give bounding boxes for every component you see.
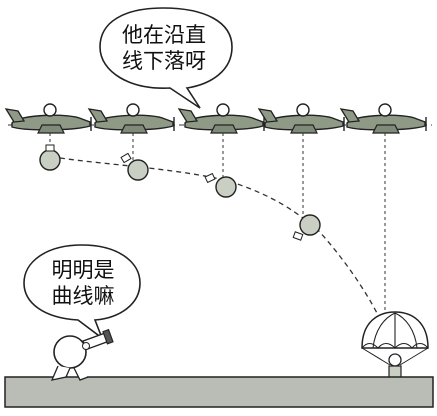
observer-speech-line-2: 曲线嘛	[51, 284, 115, 308]
ground	[4, 376, 434, 408]
falling-object-icon	[39, 144, 61, 171]
airplane-icon	[5, 103, 92, 134]
observer-speech-text: 明明是 曲线嘛	[33, 257, 133, 309]
airplane-icon	[258, 103, 345, 134]
parachute-icon	[361, 311, 429, 379]
airplane-icon	[88, 103, 175, 134]
pilot-speech-line-1: 他在沿直	[122, 23, 206, 47]
pilot-speech-text: 他在沿直 线下落呀	[110, 22, 218, 74]
speech-bubble-pilot	[99, 7, 233, 109]
falling-object-icon	[292, 214, 321, 241]
observer-speech-line-1: 明明是	[51, 258, 115, 282]
observer-with-telescope-icon	[50, 328, 114, 381]
falling-object-icon	[204, 172, 237, 198]
pilot-speech-line-2: 线下落呀	[122, 49, 206, 73]
airplane-icon	[340, 103, 427, 134]
falling-object-icon	[120, 152, 149, 181]
airplane-icon	[178, 103, 265, 134]
